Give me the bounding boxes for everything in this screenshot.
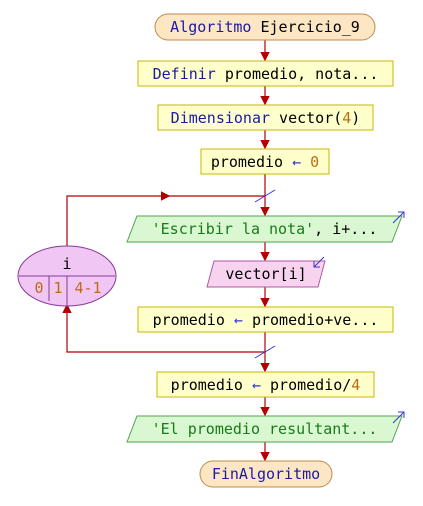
start-keyword: Algoritmo bbox=[170, 18, 252, 36]
assign-arrow: ← bbox=[233, 310, 243, 329]
accum-expr: promedio+ve... bbox=[242, 310, 379, 329]
start-terminal[interactable]: Algoritmo Ejercicio_9 bbox=[155, 14, 375, 40]
accum-box-shape bbox=[137, 306, 394, 333]
read1-text: vector[i] bbox=[225, 265, 307, 283]
dimension-box[interactable]: Dimensionar vector(4) bbox=[158, 105, 373, 130]
average-box[interactable]: promedio ← promedio/4 bbox=[157, 372, 374, 397]
init-var: promedio bbox=[210, 152, 293, 171]
end-terminal[interactable]: FinAlgoritmo bbox=[200, 461, 332, 487]
average-box-shape bbox=[156, 371, 375, 398]
dimension-size: 4 bbox=[342, 108, 352, 127]
loop-start-value: 0 bbox=[34, 279, 44, 297]
loop-variable[interactable]: i bbox=[18, 252, 116, 276]
flow-lines bbox=[62, 40, 270, 462]
end-keyword: FinAlgoritmo bbox=[211, 465, 321, 483]
average-expr: promedio/ bbox=[260, 375, 352, 394]
start-terminal-shape bbox=[154, 13, 376, 41]
dimension-close: ) bbox=[351, 108, 361, 127]
loop-end-value: 4-1 bbox=[74, 279, 102, 297]
assign-arrow: ← bbox=[292, 152, 302, 171]
init-box-shape bbox=[200, 148, 330, 175]
loop-step-value: 1 bbox=[53, 279, 63, 297]
accum-var: promedio bbox=[152, 310, 234, 329]
define-vars: promedio, nota... bbox=[215, 64, 379, 83]
dimension-box-shape bbox=[157, 104, 374, 131]
write1-output[interactable]: 'Escribir la nota', i+... bbox=[132, 216, 397, 242]
write2-output[interactable]: 'El promedio resultant... bbox=[132, 416, 397, 442]
loop-entry-line bbox=[66, 191, 171, 246]
init-box[interactable]: promedio ← 0 bbox=[201, 149, 329, 174]
write1-shape bbox=[126, 215, 403, 243]
define-box[interactable]: Definir promedio, nota... bbox=[138, 61, 393, 86]
init-value: 0 bbox=[310, 152, 320, 171]
write2-string: 'El promedio resultant... bbox=[151, 420, 378, 438]
loop-ticks bbox=[254, 189, 276, 359]
loop-var-label: i bbox=[62, 255, 72, 273]
average-var: promedio bbox=[170, 375, 252, 394]
loop-start: 0 bbox=[29, 277, 49, 299]
assign-arrow: ← bbox=[251, 375, 261, 394]
average-divisor: 4 bbox=[351, 375, 361, 394]
loop-step: 1 bbox=[49, 277, 67, 299]
write1-rest: , i+... bbox=[314, 220, 378, 238]
dimension-target: vector( bbox=[270, 108, 343, 127]
write2-shape bbox=[126, 415, 403, 443]
write1-string: 'Escribir la nota' bbox=[151, 220, 315, 238]
read1-shape bbox=[206, 260, 326, 288]
loop-end: 4-1 bbox=[67, 277, 109, 299]
input-arrow-icon bbox=[313, 256, 325, 268]
read1-input[interactable]: vector[i] bbox=[210, 261, 322, 287]
output-arrow-icons bbox=[392, 211, 405, 424]
start-name: Ejercicio_9 bbox=[251, 18, 360, 36]
dimension-keyword: Dimensionar bbox=[170, 108, 271, 127]
define-box-shape bbox=[137, 60, 394, 87]
end-terminal-shape bbox=[199, 460, 333, 488]
loop-return-line bbox=[62, 303, 265, 353]
accum-box[interactable]: promedio ← promedio+ve... bbox=[138, 307, 393, 332]
define-keyword: Definir bbox=[152, 64, 216, 83]
